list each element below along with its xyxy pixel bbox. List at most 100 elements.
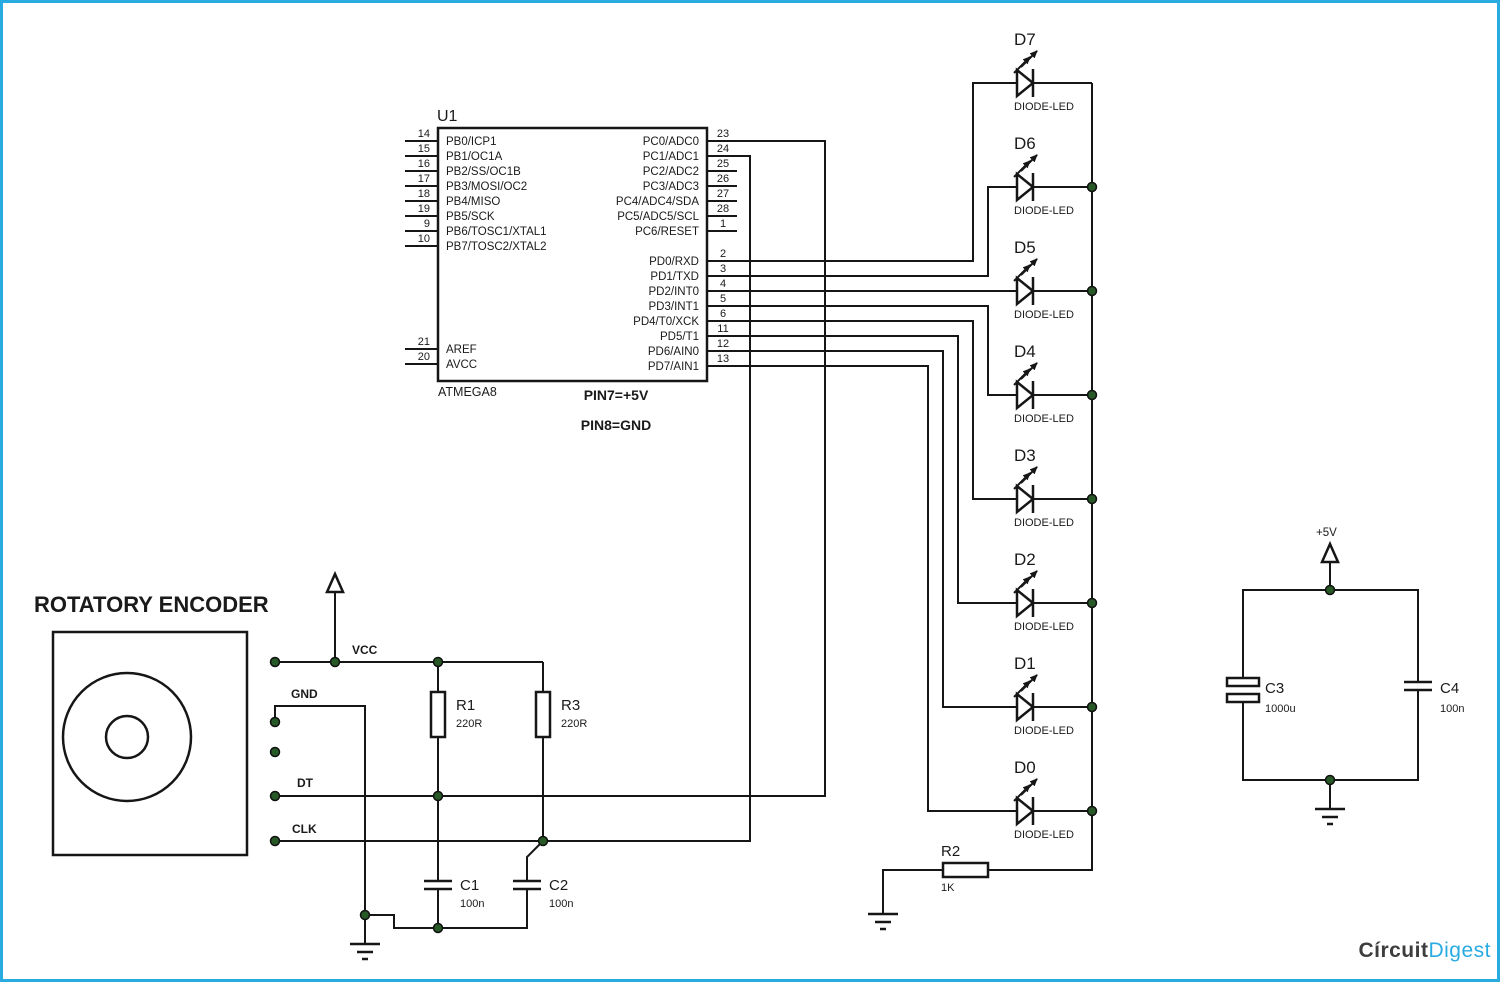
bus-junction-dot (1086, 285, 1098, 297)
pin-19-label: PB5/SCK (446, 211, 495, 223)
power-arrow-icon (325, 570, 345, 594)
resistor-r1: R1 220R (429, 690, 482, 739)
pin-9-number: 9 (424, 218, 430, 230)
led-D3-type: DIODE-LED (1014, 517, 1074, 529)
encoder-wheel-inner (104, 714, 150, 760)
rotary-encoder: ROTATORY ENCODER VCC GND DT CLK (34, 592, 378, 857)
plus5v-label: +5V (1316, 527, 1337, 539)
pin-11-number: 11 (717, 323, 728, 335)
pin-27-label: PC4/ADC4/SDA (616, 196, 699, 208)
capacitor-c4: C4 100n (1404, 680, 1464, 715)
r3-body (534, 690, 552, 739)
ground-symbol-power (1315, 807, 1345, 826)
led-D0-emission-arrow-icon (1013, 784, 1031, 802)
led-D0-ref: D0 (1014, 758, 1036, 777)
chip-note-pin7: PIN7=+5V (584, 387, 649, 403)
pin-20-label: AVCC (446, 359, 477, 371)
pin-15-label: PB1/OC1A (446, 151, 503, 163)
circuit-schematic: +5V U1 ATMEGA8 PIN7=+5V PIN8=GND 14PB0/I… (34, 30, 1491, 962)
pin-18-label: PB4/MISO (446, 196, 500, 208)
pin-9-label: PB6/TOSC1/XTAL1 (446, 226, 547, 238)
r1-ref: R1 (456, 697, 475, 714)
c3-value: 1000u (1265, 703, 1296, 715)
pin-10-label: PB7/TOSC2/XTAL2 (446, 241, 547, 253)
capacitor-c1: C1 100n (424, 877, 484, 910)
pin-17-number: 17 (418, 173, 430, 185)
led-D4-emission-arrow-icon (1013, 368, 1031, 386)
pin-28-label: PC5/ADC5/SCL (617, 211, 699, 223)
led-D5-type: DIODE-LED (1014, 309, 1074, 321)
pin-28-number: 28 (717, 203, 729, 215)
chip-pins: 14PB0/ICP115PB1/OC1A16PB2/SS/OC1B17PB3/M… (405, 128, 745, 373)
chip-body (436, 126, 709, 383)
pin-12-number: 12 (717, 338, 729, 350)
pin-6-number: 6 (720, 308, 726, 320)
pin-16-number: 16 (418, 158, 430, 170)
led-D1-ref: D1 (1014, 654, 1036, 673)
led-D6-ref: D6 (1014, 134, 1036, 153)
resistor-r3: R3 220R (534, 690, 587, 739)
c1-ref: C1 (460, 877, 479, 894)
pin-14-label: PB0/ICP1 (446, 136, 497, 148)
wire-pd1-d6 (745, 186, 1017, 277)
atmega8-chip: U1 ATMEGA8 PIN7=+5V PIN8=GND 14PB0/ICP11… (405, 108, 745, 433)
pin-13-label: PD7/AIN1 (648, 361, 699, 373)
pin-11-label: PD5/T1 (660, 331, 699, 343)
net-dt-wire (275, 140, 826, 797)
junction-dots (269, 584, 1336, 934)
pin-13-number: 13 (717, 353, 729, 365)
led-D2-emission-arrow-icon (1013, 576, 1031, 594)
pin-20-number: 20 (418, 351, 430, 363)
pin-5-number: 5 (720, 293, 726, 305)
pin-18-number: 18 (418, 188, 430, 200)
wire-pd0-d7 (745, 82, 1017, 262)
net-clk-wire (275, 155, 751, 842)
c3-positive-plate (1225, 676, 1261, 688)
c1-value: 100n (460, 898, 484, 910)
c3-negative-plate (1225, 692, 1261, 704)
led-D7-type: DIODE-LED (1014, 101, 1074, 113)
led-D2-type: DIODE-LED (1014, 621, 1074, 633)
r1-body (429, 690, 447, 739)
pin-3-number: 3 (720, 263, 726, 275)
chip-part: ATMEGA8 (438, 385, 497, 399)
r2-left-lead (882, 869, 943, 913)
resistor-r2: R2 1K (941, 843, 990, 894)
r3-ref: R3 (561, 697, 580, 714)
pin-1-number: 1 (720, 218, 726, 230)
pin-26-number: 26 (717, 173, 729, 185)
bus-junction-dot (1086, 493, 1098, 505)
led-D3-ref: D3 (1014, 446, 1036, 465)
pin-1-label: PC6/RESET (635, 226, 699, 238)
led-D6-emission-arrow-icon (1013, 160, 1031, 178)
wire-pd3-d4 (745, 305, 1017, 396)
led-D6-triangle-icon (1015, 171, 1035, 203)
encoder-title: ROTATORY ENCODER (34, 592, 269, 617)
pin-24-label: PC1/ADC1 (643, 151, 699, 163)
encoder-dt-label: DT (297, 776, 314, 790)
encoder-gnd-label: GND (291, 687, 318, 701)
wire-pd4-d3 (745, 320, 1017, 500)
pin-4-number: 4 (720, 278, 726, 290)
capacitor-c3: C3 1000u (1225, 676, 1296, 715)
c2-top-lead (526, 840, 544, 881)
r2-ref: R2 (941, 843, 960, 860)
logo-digest: Digest (1428, 939, 1491, 962)
led-D7-triangle-icon (1015, 67, 1035, 99)
pin-19-number: 19 (418, 203, 430, 215)
pin-24-number: 24 (717, 143, 729, 155)
led-D4-ref: D4 (1014, 342, 1036, 361)
bus-junction-dot (1086, 181, 1098, 193)
pin-2-number: 2 (720, 248, 726, 260)
led-D1-triangle-icon (1015, 691, 1035, 723)
led-D1-type: DIODE-LED (1014, 725, 1074, 737)
pin-6-label: PD4/T0/XCK (633, 316, 699, 328)
led-D7-emission-arrow-icon (1013, 56, 1031, 74)
pin-15-number: 15 (418, 143, 430, 155)
pin-26-label: PC3/ADC3 (643, 181, 699, 193)
